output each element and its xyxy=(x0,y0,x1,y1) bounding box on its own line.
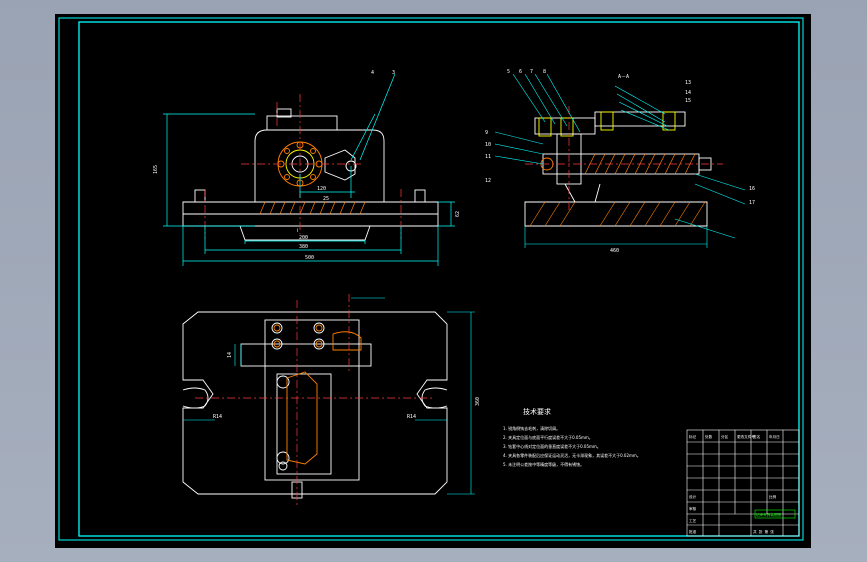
balloon-6: 6 xyxy=(519,69,522,75)
requirement-2: 2. 夹具定位面与底面平行度误差不大于0.05mm。 xyxy=(503,434,593,440)
drawing-viewport[interactable]: 500 380 200 165 62 120 25 Ⅰ 4 3 xyxy=(55,14,811,548)
title-row-3: 分区 xyxy=(721,434,729,439)
dim-plan-right: R14 xyxy=(407,414,416,420)
plan-view-text: 360 14 R14 R14 xyxy=(213,352,481,420)
title-row-1: 标记 xyxy=(689,434,697,439)
requirement-4: 4. 夹具各零件装配后应保证运动灵活，无卡滞现象，其误差不大于0.02mm。 xyxy=(503,452,641,458)
plan-view xyxy=(182,294,448,506)
title-row-2: 处数 xyxy=(705,434,713,439)
balloon-17: 17 xyxy=(749,200,755,206)
balloon-12: 12 xyxy=(485,178,491,184)
dim-center: 25 xyxy=(323,196,329,202)
title-block-text: 标记 处数 分区 更改文件号 签名 年月日 设计 审核 工艺 批准 共 张 第 … xyxy=(689,434,782,534)
technical-requirements: 技术要求 1. 锐角倒钝去毛刺，清除切屑。 2. 夹具定位面与底面平行度误差不大… xyxy=(503,407,641,467)
title-row-6: 年月日 xyxy=(769,434,780,439)
view-label-front: Ⅰ xyxy=(297,228,298,234)
design-label-4: 批准 xyxy=(689,529,697,534)
balloon-3: 3 xyxy=(392,70,395,76)
balloon-5: 5 xyxy=(507,69,510,75)
dim-overall-width: 500 xyxy=(305,255,314,261)
dim-plan-height: 360 xyxy=(475,397,481,406)
section-view-leaders xyxy=(494,73,746,248)
dim-height: 165 xyxy=(153,165,159,174)
design-label-2: 审核 xyxy=(689,506,697,511)
dim-plan-slot: 14 xyxy=(227,352,233,358)
requirement-1: 1. 锐角倒钝去毛刺，清除切屑。 xyxy=(503,425,560,431)
balloon-7: 7 xyxy=(530,69,533,75)
front-view-dimensions xyxy=(163,73,455,266)
front-view xyxy=(182,94,439,241)
front-view-dim-text: 500 380 200 165 62 120 25 Ⅰ 4 3 xyxy=(153,70,461,261)
drawing-stamp: 钻床夹具装配图 xyxy=(756,512,782,517)
dim-plan-left: R14 xyxy=(213,414,222,420)
requirement-5: 5. 未注明公差按中等精度等级，不得有锈蚀。 xyxy=(503,461,584,467)
balloon-14: 14 xyxy=(685,90,691,96)
plan-view-dimensions xyxy=(183,297,475,495)
title-block xyxy=(686,429,800,537)
dim-inner-width: 380 xyxy=(299,244,308,250)
balloon-8: 8 xyxy=(543,69,546,75)
balloon-11: 11 xyxy=(485,154,491,160)
cad-canvas[interactable]: 500 380 200 165 62 120 25 Ⅰ 4 3 xyxy=(55,14,811,548)
design-label-1: 设计 xyxy=(689,494,697,499)
balloon-16: 16 xyxy=(749,186,755,192)
drawing-frame xyxy=(58,17,804,541)
dim-side-height: 62 xyxy=(455,211,461,217)
title-row-5: 签名 xyxy=(753,434,761,439)
title-row-4: 更改文件号 xyxy=(737,434,755,439)
section-view-text: A－A 460 5 6 7 8 9 10 11 12 13 14 15 16 1… xyxy=(485,69,755,254)
balloon-13: 13 xyxy=(685,80,691,86)
balloon-10: 10 xyxy=(485,142,491,148)
scale-label: 比例 xyxy=(769,494,777,499)
dim-section-length: 460 xyxy=(610,248,619,254)
dim-center-offset: 120 xyxy=(317,186,326,192)
sheet-label: 共 张 第 张 xyxy=(753,529,774,534)
balloon-9: 9 xyxy=(485,130,488,136)
section-label: A－A xyxy=(618,74,629,80)
requirements-title: 技术要求 xyxy=(523,407,551,416)
requirement-3: 3. 钻套中心线对定位面的垂直度误差不大于0.05mm。 xyxy=(503,443,601,449)
design-label-3: 工艺 xyxy=(689,518,697,523)
dim-slot-width: 200 xyxy=(299,235,308,241)
balloon-4: 4 xyxy=(371,70,374,76)
balloon-15: 15 xyxy=(685,98,691,104)
